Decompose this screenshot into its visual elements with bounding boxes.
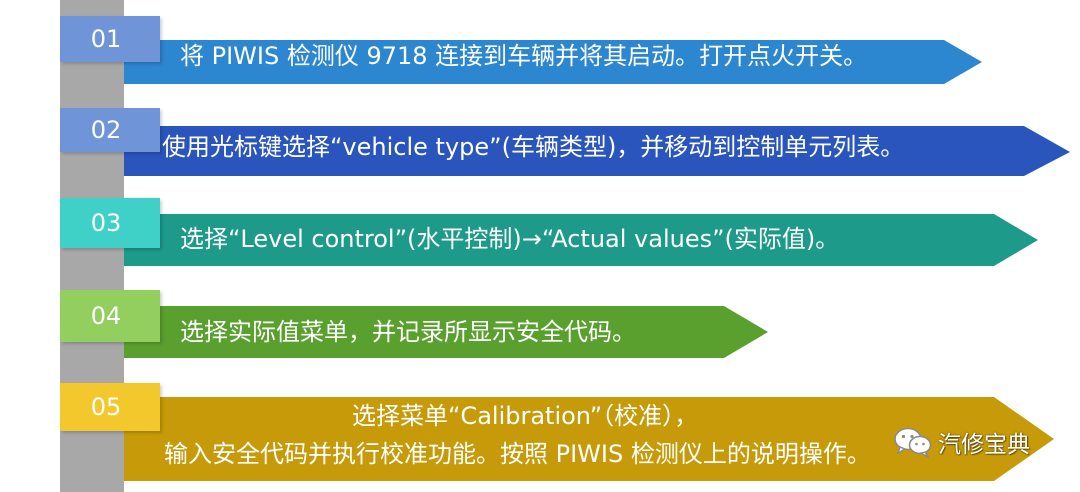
step-02-number: 02	[90, 116, 122, 144]
step-03-arrow-shape	[124, 214, 1038, 266]
step-03: 选择“Level control”(水平控制)→“Actual values”(…	[0, 198, 1080, 266]
step-01-number: 01	[90, 25, 122, 53]
step-02: 使用光标键选择“vehicle type”(车辆类型)，并移动到控制单元列表。 …	[0, 108, 1080, 176]
step-01-arrow	[124, 22, 984, 84]
wechat-icon	[894, 427, 932, 458]
step-05-arrow	[124, 383, 1060, 481]
step-04-arrow	[124, 292, 774, 358]
step-04-arrow-shape	[124, 306, 768, 358]
step-05-number-tab: 05	[60, 383, 160, 431]
step-04: 选择实际值菜单，并记录所显示安全代码。 04	[0, 290, 1080, 358]
step-03-number: 03	[90, 209, 122, 237]
step-02-arrow-shape	[124, 126, 1070, 176]
step-05-text-line2: 输入安全代码并执行校准功能。按照 PIWIS 检测仪上的说明操作。	[164, 440, 871, 468]
step-02-arrow-fill	[124, 126, 1070, 176]
step-03-arrow-fill	[124, 214, 1038, 266]
step-04-arrow-fill	[124, 306, 768, 358]
step-05-arrow-shape	[124, 397, 1054, 481]
step-03-text: 选择“Level control”(水平控制)→“Actual values”(…	[180, 225, 840, 253]
step-05: 选择菜单“Calibration”（校准）， 输入安全代码并执行校准功能。按照 …	[0, 383, 1080, 481]
watermark: 汽修宝典	[893, 424, 1030, 460]
step-03-number-tab: 03	[60, 198, 160, 248]
step-02-arrow	[124, 110, 1074, 176]
step-01-arrow-fill	[124, 40, 982, 84]
step-01: 将 PIWIS 检测仪 9718 连接到车辆并将其启动。打开点火开关。 01	[0, 16, 1080, 84]
step-05-arrow-fill	[124, 397, 1054, 481]
step-05-number: 05	[90, 393, 122, 421]
step-01-text: 将 PIWIS 检测仪 9718 连接到车辆并将其启动。打开点火开关。	[180, 42, 868, 70]
step-04-number: 04	[90, 302, 122, 330]
step-05-text-line1: 选择菜单“Calibration”（校准），	[352, 402, 699, 430]
step-04-text: 选择实际值菜单，并记录所显示安全代码。	[180, 318, 636, 346]
step-03-arrow	[124, 200, 1044, 266]
watermark-text: 汽修宝典	[938, 432, 1030, 458]
step-02-text: 使用光标键选择“vehicle type”(车辆类型)，并移动到控制单元列表。	[162, 133, 905, 161]
step-01-arrow-shape	[124, 40, 982, 84]
step-04-number-tab: 04	[60, 290, 160, 342]
step-02-number-tab: 02	[60, 108, 160, 152]
step-01-number-tab: 01	[60, 16, 160, 62]
